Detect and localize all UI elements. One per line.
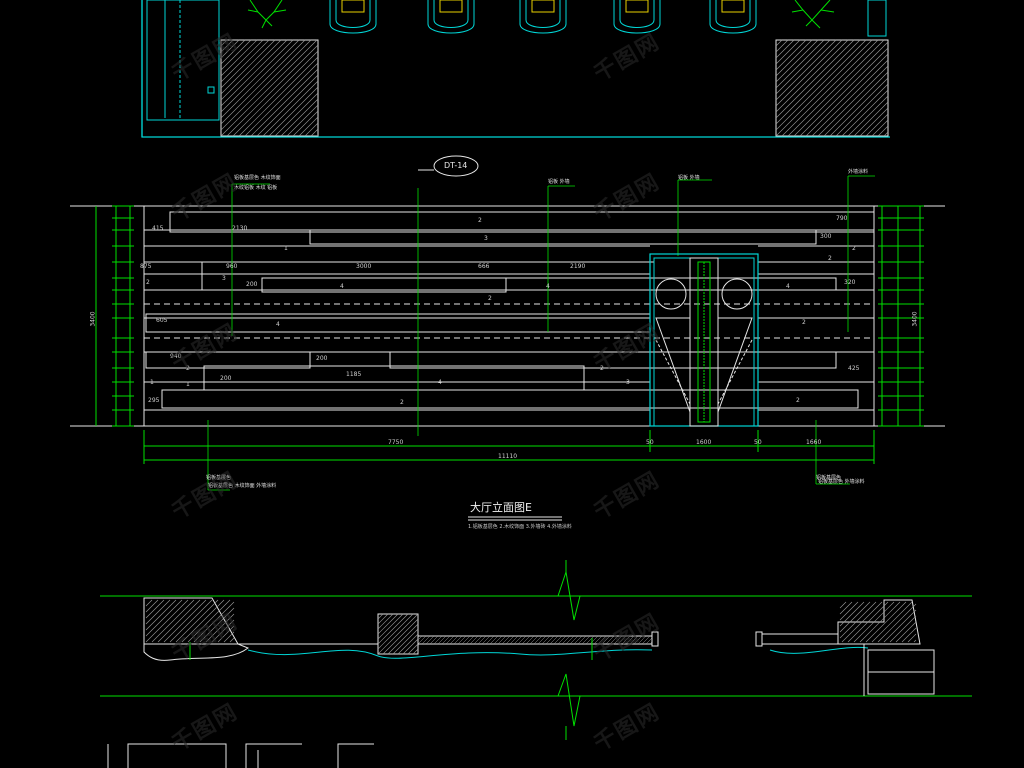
material-number: 2 <box>186 365 190 372</box>
material-number: 3 <box>222 275 226 282</box>
dimension-value: 200 <box>220 375 232 382</box>
dimension-value: 666 <box>478 263 490 270</box>
dt-tag-label: DT-14 <box>444 161 468 170</box>
entrance-door <box>649 253 759 427</box>
dimension-value: 790 <box>836 215 848 222</box>
material-number: 4 <box>546 283 550 290</box>
dimension-value: 2190 <box>570 263 586 270</box>
planter-left <box>220 39 319 137</box>
dim-bottom-right: 1660 <box>806 439 822 446</box>
material-number: 1 <box>284 245 288 252</box>
dimension-value: 875 <box>140 263 152 270</box>
dimension-value: 940 <box>170 353 182 360</box>
material-callout: 铝板基层色 木纹饰面 <box>234 175 281 181</box>
dim-small-b: 50 <box>754 439 762 446</box>
material-number: 3 <box>626 379 630 386</box>
material-number: 2 <box>488 295 492 302</box>
material-number: 1 <box>186 381 190 388</box>
elevation-e <box>70 155 945 521</box>
dimension-value: 605 <box>156 317 168 324</box>
chairs-row <box>329 0 757 34</box>
material-number: 4 <box>276 321 280 328</box>
material-number: 4 <box>438 379 442 386</box>
material-callout: 木纹铝板 木纹 铝板 <box>234 185 278 191</box>
material-number: 1 <box>150 379 154 386</box>
material-number: 2 <box>146 279 150 286</box>
material-callout: 铝板基层色 <box>816 475 842 481</box>
dimension-value: 425 <box>848 365 860 372</box>
overall-height-left: 3400 <box>89 311 97 327</box>
bottom-fragment <box>107 743 374 768</box>
material-callout: 铝板基层色 <box>206 475 232 481</box>
material-number: 2 <box>802 319 806 326</box>
dimension-value: 320 <box>844 279 856 286</box>
plant-right-icon <box>791 0 835 29</box>
dimension-value: 415 <box>152 225 164 232</box>
material-number: 2 <box>478 217 482 224</box>
overall-height-right: 3400 <box>911 311 919 327</box>
material-number: 2 <box>852 245 856 252</box>
dimension-value: 960 <box>226 263 238 270</box>
material-number: 3 <box>484 235 488 242</box>
dim-small-a: 50 <box>646 439 654 446</box>
material-number: 4 <box>340 283 344 290</box>
dimension-value: 200 <box>246 281 258 288</box>
material-callout-bottom: 铝板基层色 外墙涂料 <box>818 479 865 485</box>
material-number: 2 <box>828 255 832 262</box>
plant-left-icon <box>247 0 287 29</box>
material-number: 2 <box>600 365 604 372</box>
dimension-value: 200 <box>316 355 328 362</box>
material-callout-bottom: 铝板基层色 木纹饰面 外墙涂料 <box>208 483 277 489</box>
planter-right <box>775 39 889 137</box>
section-detail <box>100 560 972 740</box>
dim-total: 11110 <box>498 453 518 460</box>
dimension-value: 295 <box>148 397 160 404</box>
top-plan-fragment <box>141 0 890 138</box>
material-number: 2 <box>400 399 404 406</box>
dimension-value: 300 <box>820 233 832 240</box>
material-number: 4 <box>786 283 790 290</box>
material-callout: 外墙涂料 <box>848 169 869 175</box>
dimension-value: 1185 <box>346 371 362 378</box>
dt-tag <box>418 155 479 177</box>
drawing-title: 大厅立面图E <box>470 501 532 514</box>
material-number: 2 <box>796 397 800 404</box>
dimension-value: 2130 <box>232 225 248 232</box>
material-callout: 铝板 外墙 <box>548 179 570 185</box>
drawing-note: 1.铝板基层色 2.木纹饰面 3.外墙砖 4.外墙涂料 <box>468 524 572 530</box>
dimension-value: 3000 <box>356 263 372 270</box>
dim-bottom-mid: 1600 <box>696 439 712 446</box>
material-callout: 铝板 外墙 <box>678 175 700 181</box>
dim-bottom-left: 7750 <box>388 439 404 446</box>
